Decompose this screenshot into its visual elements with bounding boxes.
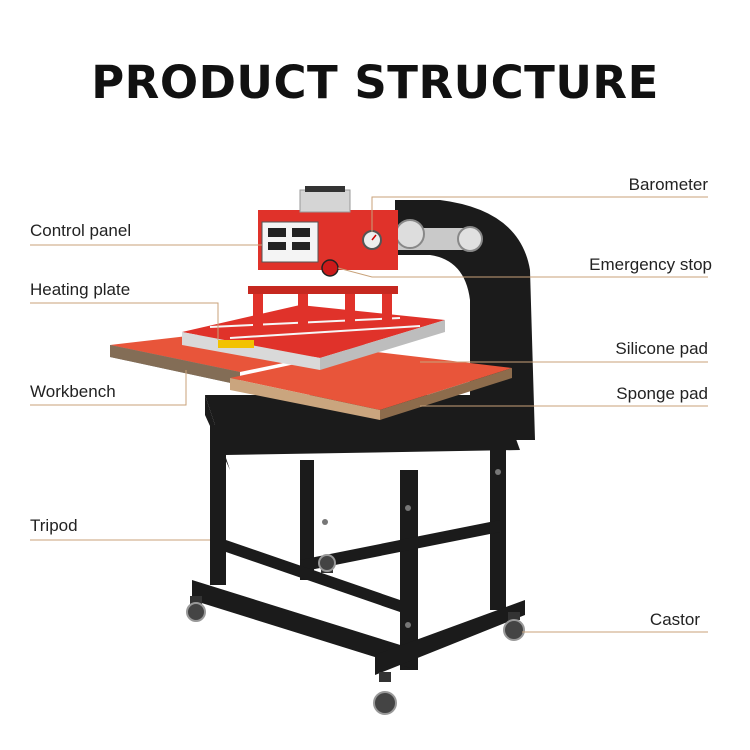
label-castor: Castor <box>649 610 700 629</box>
stand-frame <box>192 395 525 675</box>
barometer <box>362 230 382 250</box>
control-panel <box>261 221 319 263</box>
leader-emergency-stop <box>337 267 708 278</box>
label-tripod: Tripod <box>30 516 78 535</box>
label-silicone-pad: Silicone pad <box>615 339 708 358</box>
label-control-panel: Control panel <box>30 221 132 240</box>
castor-back-left <box>318 554 336 573</box>
label-sponge-pad: Sponge pad <box>616 384 708 403</box>
label-heating-plate: Heating plate <box>30 280 131 299</box>
leader-barometer <box>371 196 708 232</box>
castor-front-right <box>373 672 397 715</box>
leader-workbench <box>30 370 187 406</box>
emergency-stop-button <box>321 259 339 277</box>
leader-lines <box>30 196 708 633</box>
heating-plate <box>182 305 445 370</box>
label-barometer: Barometer <box>628 175 708 194</box>
castor-back-right <box>503 612 525 641</box>
castor-front-left <box>186 596 206 622</box>
leader-heating-plate <box>30 302 219 340</box>
label-emergency-stop: Emergency stop <box>589 255 712 274</box>
page-title: PRODUCT STRUCTURE <box>91 56 659 109</box>
castor-wheels <box>186 554 525 715</box>
label-workbench: Workbench <box>30 382 116 401</box>
